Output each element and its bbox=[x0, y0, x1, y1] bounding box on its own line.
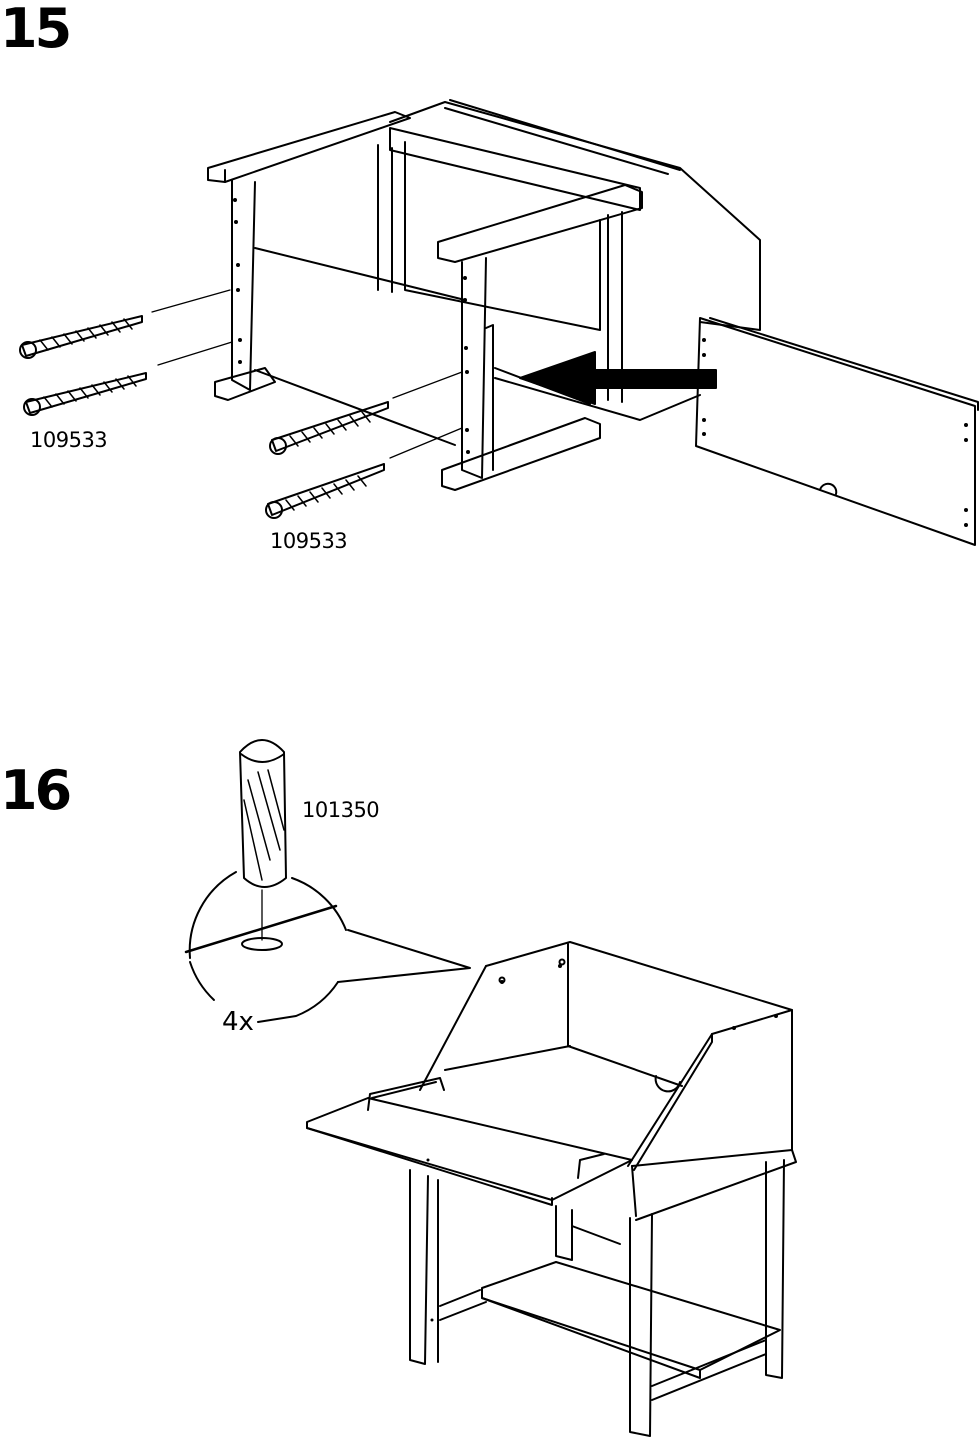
back-panel bbox=[695, 317, 979, 546]
step-16-illustration bbox=[184, 739, 797, 1437]
screw-part-label-left: 109533 bbox=[30, 428, 108, 452]
step-15-number: 15 bbox=[0, 0, 72, 60]
screw-icon bbox=[269, 401, 389, 455]
screw-part-label-bottom: 109533 bbox=[270, 529, 348, 553]
step-15-illustration bbox=[19, 99, 979, 546]
bureau-desk bbox=[306, 941, 797, 1437]
screw-icon bbox=[265, 463, 385, 519]
screw-icon bbox=[19, 315, 143, 359]
step-16-number: 16 bbox=[0, 759, 72, 822]
insert-arrow-icon bbox=[519, 351, 717, 405]
quantity-label: 4x bbox=[222, 1007, 254, 1037]
dowel-part-label: 101350 bbox=[302, 798, 380, 822]
screw-icon bbox=[23, 372, 147, 416]
dowel-icon bbox=[239, 739, 287, 888]
